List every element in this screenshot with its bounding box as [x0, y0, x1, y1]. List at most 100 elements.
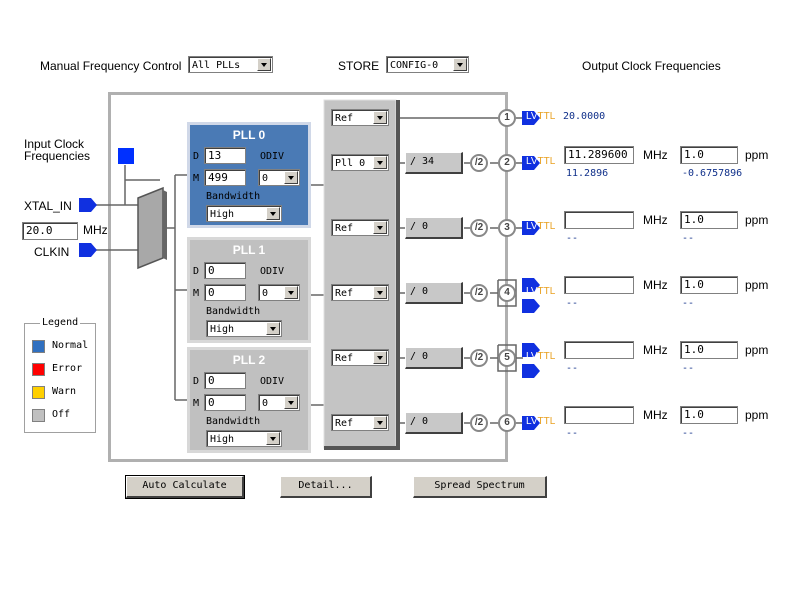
output-1-source-select[interactable]: Ref [331, 109, 389, 126]
chevron-down-icon[interactable] [373, 351, 387, 364]
chevron-down-icon[interactable] [373, 156, 387, 169]
output-3-actual-frequency: -- [566, 233, 579, 244]
output-2-deviation: -0.6757896 [682, 168, 743, 179]
pll-d-input[interactable]: 0 [204, 262, 246, 279]
lv-text: LV [526, 351, 538, 362]
output-3-number: 3 [498, 219, 516, 237]
chevron-down-icon[interactable] [284, 286, 298, 299]
ttl-text: TTL [537, 286, 556, 297]
output-5-source-select[interactable]: Ref [331, 349, 389, 366]
output-5-ppm-input[interactable]: 1.0 [680, 341, 738, 359]
ttl-text: TTL [537, 111, 556, 122]
output-4-number: 4 [498, 284, 516, 302]
output-2-div2-node[interactable]: /2 [470, 154, 488, 172]
chevron-down-icon[interactable] [266, 432, 280, 445]
pll-odiv-label: ODIV [260, 266, 285, 277]
legend-swatch-off [32, 409, 45, 422]
pll-bandwidth-select[interactable]: High [206, 430, 282, 447]
output-3-port-icon [522, 221, 540, 235]
auto-calculate-button[interactable]: Auto Calculate [125, 475, 245, 499]
output-3-lvttl-label: LVTTL [526, 221, 555, 232]
output-2-lvttl-label: LVTTL [526, 156, 555, 167]
pll-m-input[interactable]: 0 [204, 284, 246, 301]
output-6-frequency-input[interactable] [564, 406, 634, 424]
chevron-down-icon[interactable] [257, 58, 271, 71]
output-4-port-b-icon [522, 299, 540, 313]
pll-title: PLL 2 [232, 353, 266, 367]
output-5-divider-button[interactable]: / 0 [405, 347, 463, 369]
chevron-down-icon[interactable] [453, 58, 467, 71]
output-2-actual-frequency: 11.2896 [566, 168, 609, 179]
output-5-frequency-input[interactable] [564, 341, 634, 359]
pll-m-label: M [193, 398, 200, 409]
output-6-divider-button[interactable]: / 0 [405, 412, 463, 434]
pll-bandwidth-label: Bandwidth [206, 306, 261, 317]
output-3-deviation: -- [682, 233, 695, 244]
ttl-text: TTL [537, 351, 556, 362]
pll-odiv-select[interactable]: 0 [258, 169, 300, 186]
output-3-div2-node[interactable]: /2 [470, 219, 488, 237]
pll-d-input[interactable]: 0 [204, 372, 246, 389]
output-4-frequency-input[interactable] [564, 276, 634, 294]
pll-odiv-select[interactable]: 0 [258, 284, 300, 301]
legend-label-error: Error [52, 363, 83, 374]
lv-text: LV [526, 221, 538, 232]
detail-button[interactable]: Detail... [280, 476, 372, 498]
pll-odiv-value: 0 [262, 288, 269, 299]
output-4-ppm-input[interactable]: 1.0 [680, 276, 738, 294]
output-3-ppm-input[interactable]: 1.0 [680, 211, 738, 229]
chevron-down-icon[interactable] [373, 221, 387, 234]
output-2-frequency-input[interactable]: 11.289600 [564, 146, 634, 164]
output-5-div2-node[interactable]: /2 [470, 349, 488, 367]
chevron-down-icon[interactable] [266, 322, 280, 335]
input-clock-title-line2: Frequencies [24, 149, 91, 163]
xtal-mhz-unit: MHz [83, 223, 108, 237]
chevron-down-icon[interactable] [284, 171, 298, 184]
store-config-select[interactable]: CONFIG-0 [386, 56, 469, 73]
pll-bandwidth-label: Bandwidth [206, 191, 261, 202]
chevron-down-icon[interactable] [266, 207, 280, 220]
pll-bandwidth-value: High [210, 434, 235, 445]
output-4-ppm-unit: ppm [745, 278, 769, 292]
pll-bandwidth-select[interactable]: High [206, 320, 282, 337]
output-2-ppm-input[interactable]: 1.0 [680, 146, 738, 164]
output-5-mhz-unit: MHz [643, 343, 668, 357]
chevron-down-icon[interactable] [373, 416, 387, 429]
pll-title: PLL 1 [232, 243, 266, 257]
pll-odiv-select[interactable]: 0 [258, 394, 300, 411]
output-source-value: Ref [335, 223, 354, 234]
clock-diagram-frame [108, 92, 508, 462]
pll-d-input[interactable]: 13 [204, 147, 246, 164]
pll-bandwidth-select[interactable]: High [206, 205, 282, 222]
output-6-ppm-input[interactable]: 1.0 [680, 406, 738, 424]
manual-frequency-control-select[interactable]: All PLLs [188, 56, 273, 73]
output-2-source-select[interactable]: Pll 0 [331, 154, 389, 171]
output-6-div2-node[interactable]: /2 [470, 414, 488, 432]
chevron-down-icon[interactable] [284, 396, 298, 409]
output-1-lvttl-label: LVTTL [526, 111, 555, 122]
output-3-divider-button[interactable]: / 0 [405, 217, 463, 239]
output-2-ppm-unit: ppm [745, 148, 769, 162]
pll-m-input[interactable]: 0 [204, 394, 246, 411]
output-3-frequency-input[interactable] [564, 211, 634, 229]
legend-swatch-normal [32, 340, 45, 353]
chevron-down-icon[interactable] [373, 111, 387, 124]
output-4-source-select[interactable]: Ref [331, 284, 389, 301]
spread-spectrum-button[interactable]: Spread Spectrum [413, 476, 547, 498]
output-4-div2-node[interactable]: /2 [470, 284, 488, 302]
xtal-in-port-icon [79, 198, 97, 212]
output-6-source-select[interactable]: Ref [331, 414, 389, 431]
output-3-source-select[interactable]: Ref [331, 219, 389, 236]
pll-m-input[interactable]: 499 [204, 169, 246, 186]
output-2-divider-button[interactable]: / 34 [405, 152, 463, 174]
output-4-actual-frequency: -- [566, 298, 579, 309]
xtal-frequency-input[interactable]: 20.0 [22, 222, 78, 240]
pll-bandwidth-value: High [210, 324, 235, 335]
output-source-value: Ref [335, 113, 354, 124]
output-4-divider-button[interactable]: / 0 [405, 282, 463, 304]
chevron-down-icon[interactable] [373, 286, 387, 299]
output-source-value: Ref [335, 418, 354, 429]
